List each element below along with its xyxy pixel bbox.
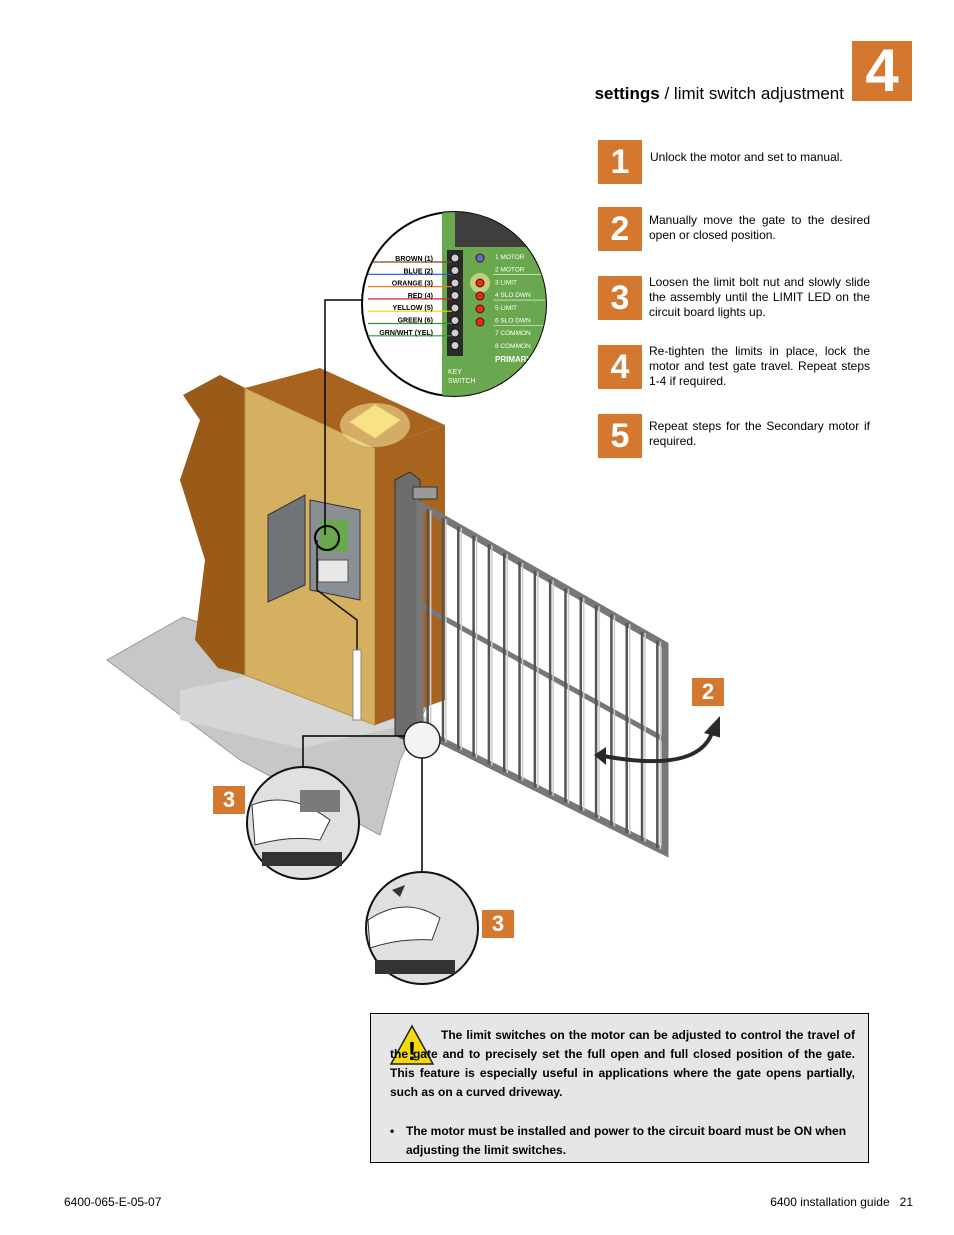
warning-icon: ! [389,1024,435,1066]
wire-label: ORANGE (3) [392,281,433,288]
callout-step-3-bottom: 3 [482,910,514,938]
section-title-bold: settings [594,84,660,103]
limit-detail-left [246,766,360,880]
footer-guide-title: 6400 installation guide [770,1195,890,1209]
conduit [352,649,362,721]
swing-arrow-head [704,716,720,738]
step-5-number: 5 [598,414,642,458]
led-blue [475,253,485,263]
note-paragraph: The limit switches on the motor can be a… [390,1028,855,1099]
terminal-screw [450,303,460,313]
key-switch-label-2: SWITCH [448,378,476,385]
terminal-label: 7 COMMON [495,330,531,337]
terminal-block [447,250,463,356]
led-red [475,291,485,301]
terminal-screw [450,291,460,300]
limit-leds [470,253,490,327]
terminal-screw [450,316,460,325]
warning-icon-symbol: ! [408,1036,417,1066]
section-title-rest: / limit switch adjustment [659,84,844,103]
limit-detail-bottom [365,871,479,985]
terminal-labels: 1 MOTOR 2 MOTOR 3 LIMIT 4 SLO DWN 5 LIMIT 6 S… [493,254,545,350]
step-3-text: Loosen the limit bolt nut and slowly sli… [649,275,870,319]
bullet-marker: • [390,1124,395,1138]
wire-lines [368,261,452,337]
lamp-glow [340,403,410,447]
terminal-label: 5 LIMIT [495,305,517,312]
gate-bars [426,509,662,850]
led-red [475,304,485,314]
control-box-door [267,494,306,603]
chapter-number-badge: 4 [852,41,912,101]
step-2-number: 2 [598,207,642,251]
note-bullet-text: The motor must be installed and power to… [406,1124,847,1157]
page-header: settings / limit switch adjustment 4 [0,0,954,130]
page-number: 21 [899,1195,913,1209]
callout-step-3-left: 3 [213,786,245,814]
terminal-label: 8 COMMON [495,343,531,350]
gate-operator-illustration: 1 MOTOR 2 MOTOR 3 LIMIT 4 SLO DWN 5 LIMIT 6 S… [106,211,720,985]
swing-arrow [597,729,715,764]
terminal-label: 2 MOTOR [495,267,525,274]
board-label: PRIMARY [495,355,532,364]
terminal-screw [450,328,460,338]
led-red [475,317,485,327]
key-switch-label-1: KEY [448,369,462,376]
pillar-wavy-side [180,375,245,675]
board-component [455,212,546,247]
wire-label: GREEN (6) [398,318,433,325]
board-zoom-marker [314,525,340,551]
callout-step-2: 2 [692,678,724,706]
section-title: settings / limit switch adjustment [595,84,844,104]
swing-arrow-tail-head [594,747,606,765]
terminal-label: 3 LIMIT [495,279,517,286]
terminal-label: 6 SLO DWN [495,318,531,325]
gate-post [394,471,421,741]
terminal-screw [450,278,460,288]
transformer-mini [317,559,349,583]
step-2-text: Manually move the gate to the desired op… [649,213,870,242]
step-4-number: 4 [598,345,642,389]
wire-label: RED (4) [408,293,433,300]
motor-zoom-marker [403,721,441,759]
terminal-screw [450,253,460,263]
led-red [475,278,485,288]
gate-frame [416,498,669,858]
wire-labels: BROWN (1) BLUE (2) ORANGE (3) RED (4) YELLOW… [379,256,433,337]
step-4-text: Re-tighten the limits in place, lock the… [649,344,870,388]
wire-label: BROWN (1) [395,256,433,263]
footer-guide: 6400 installation guide 21 [770,1195,913,1209]
step-1-number: 1 [598,140,642,184]
terminal-label: 1 MOTOR [495,254,525,261]
wiring-zoom-circle: 1 MOTOR 2 MOTOR 3 LIMIT 4 SLO DWN 5 LIMIT 6 S… [361,211,547,397]
step-3-number: 3 [598,276,642,320]
terminal-label: 4 SLO DWN [495,292,531,299]
terminal-screw [450,341,460,350]
terminal-screw [450,266,460,275]
warning-note: ! The limit switches on the motor can be… [370,1013,869,1163]
step-1-text: Unlock the motor and set to manual. [650,150,843,164]
footer-doc-code: 6400-065-E-05-07 [64,1195,162,1209]
motor-leader-line-1 [302,735,405,770]
gate-hinge [412,486,438,500]
step-5-text: Repeat steps for the Secondary motor if … [649,419,870,448]
wire-label: YELLOW (5) [393,305,433,312]
terminal-screws [450,253,460,350]
wire-label: GRN/WHT (YEL) [379,330,433,337]
wire-label: BLUE (2) [403,268,433,275]
ground-shadow [180,660,430,748]
zoom-leader-line [324,299,365,535]
